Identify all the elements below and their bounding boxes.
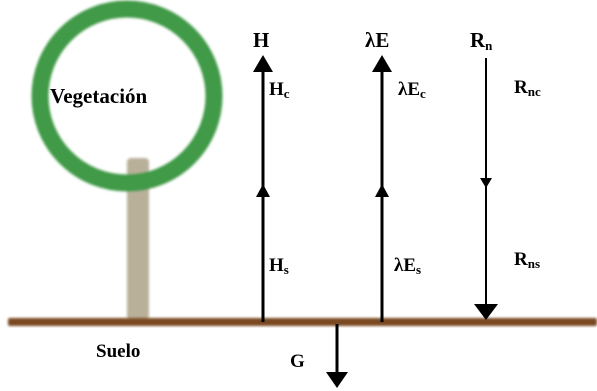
lambdaEs-subscript: s	[416, 262, 422, 277]
tree-trunk	[127, 158, 149, 320]
lambdaEs-main: λE	[394, 255, 417, 276]
lambdaEc-main: λE	[398, 79, 421, 100]
Hs-main: H	[269, 255, 284, 276]
Rns-subscript: ns	[527, 256, 541, 271]
Rnc-label: Rnc	[514, 77, 541, 99]
soil-heat-flux-arrow	[326, 324, 348, 388]
Hs-label: Hs	[269, 255, 289, 277]
lambdaE-label: λE	[365, 28, 390, 52]
Rn-main: R	[470, 28, 486, 52]
Rn-subscript: n	[485, 38, 493, 53]
vegetation-label: Vegetación	[50, 84, 148, 108]
H-label: H	[253, 28, 270, 52]
Rnc-subscript: nc	[527, 84, 541, 99]
lambdaEs-label: λEs	[394, 255, 422, 277]
lambdaEc-subscript: c	[420, 86, 426, 101]
Hc-main: H	[269, 79, 284, 100]
soil-line	[8, 318, 597, 326]
Hc-subscript: c	[283, 86, 290, 101]
lambdaEc-label: λEc	[398, 79, 426, 101]
Rn-label: Rn	[470, 28, 493, 53]
Rnc-main: R	[514, 77, 528, 98]
sensible-heat-arrow	[253, 55, 273, 322]
Rns-main: R	[514, 249, 528, 270]
Rns-label: Rns	[514, 249, 541, 271]
tree-canopy	[31, 0, 223, 192]
Hc-label: Hc	[269, 79, 290, 101]
G-label: G	[290, 351, 305, 372]
latent-heat-arrow	[372, 55, 392, 322]
Hs-subscript: s	[283, 262, 289, 277]
net-radiation-arrow	[474, 58, 498, 320]
soil-label: Suelo	[96, 341, 141, 362]
